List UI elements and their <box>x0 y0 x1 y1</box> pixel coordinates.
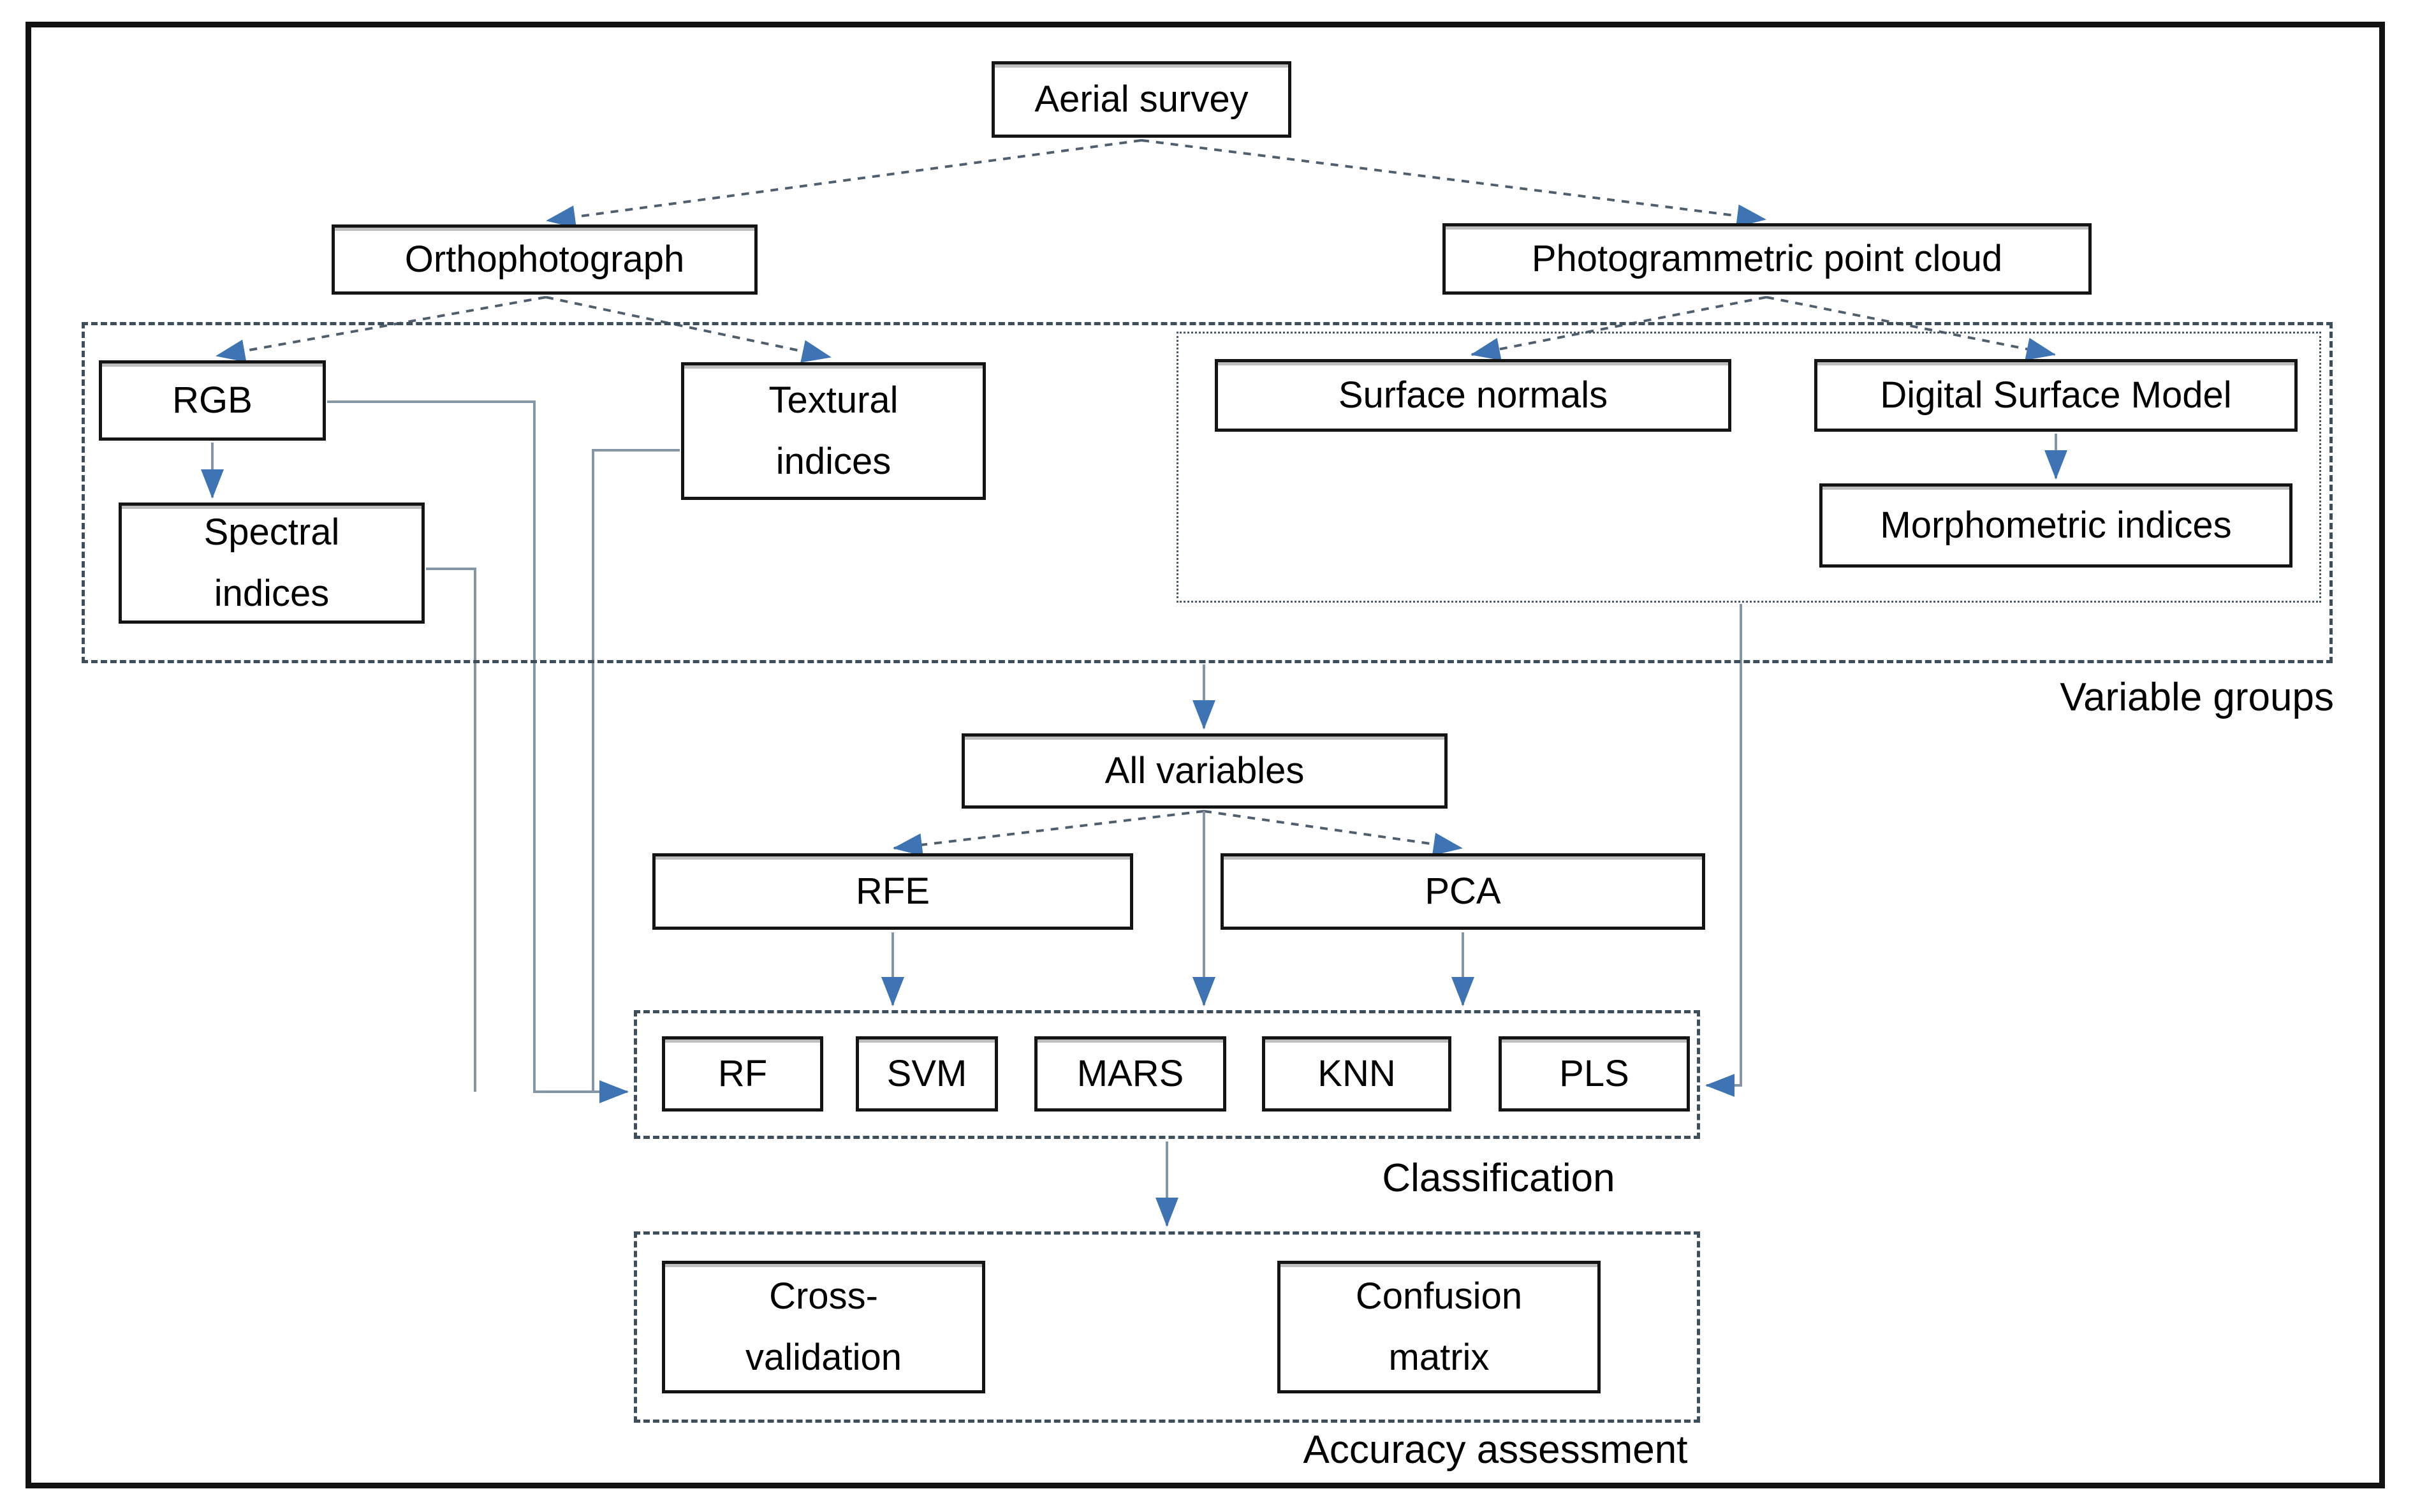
node-cross-validation: Cross-validation <box>662 1261 985 1393</box>
arrow-allvariables-to-rfe <box>893 810 1205 856</box>
node-all-variables: All variables <box>962 733 1448 809</box>
node-svm: SVM <box>856 1036 998 1112</box>
node-textural-indices: Textural indices <box>681 362 986 500</box>
arrow-pointcloud-to-surfacenormals <box>1471 296 1767 361</box>
node-aerial-survey: Aerial survey <box>992 61 1291 138</box>
line-spectral-feeder <box>426 568 476 1092</box>
arrow-ortho-to-rgb <box>216 296 546 362</box>
node-knn: KNN <box>1262 1036 1451 1112</box>
label-variable-groups: Variable groups <box>2060 675 2334 719</box>
label-accuracy-assessment: Accuracy assessment <box>1303 1428 1688 1472</box>
classification-box <box>634 1010 1700 1139</box>
variable-groups-box <box>82 322 2333 663</box>
arrow-aerial-to-pointcloud <box>1141 139 1766 228</box>
accuracy-assessment-box <box>634 1231 1700 1423</box>
node-rfe: RFE <box>652 853 1133 930</box>
node-confusion-matrix: Confusion matrix <box>1277 1261 1601 1393</box>
node-pls: PLS <box>1499 1036 1690 1112</box>
arrow-aerial-to-ortho <box>546 139 1142 228</box>
figure-border <box>26 22 2385 1488</box>
node-mars: MARS <box>1034 1036 1226 1112</box>
node-digital-surface-model: Digital Surface Model <box>1814 359 2298 432</box>
node-orthophotograph: Orthophotograph <box>332 224 758 295</box>
point-cloud-group-box <box>1177 332 2321 603</box>
node-photogrammetric-point-cloud: Photogrammetric point cloud <box>1442 223 2092 295</box>
node-rf: RF <box>662 1036 823 1112</box>
arrow-allvariables-to-pca <box>1203 810 1463 856</box>
node-pca: PCA <box>1221 853 1705 930</box>
label-classification: Classification <box>1382 1156 1615 1200</box>
arrow-pointcloudgroup-to-classification <box>1705 604 1742 1097</box>
node-rgb: RGB <box>99 360 326 441</box>
line-textural-feeder <box>592 449 680 1092</box>
arrow-pointcloud-to-dsm <box>1766 296 2056 361</box>
arrow-ortho-to-textural <box>545 296 832 363</box>
arrow-rgb-feeder-to-classification <box>327 400 629 1103</box>
node-morphometric-indices: Morphometric indices <box>1819 483 2292 568</box>
node-spectral-indices: Spectral indices <box>119 503 425 624</box>
node-surface-normals: Surface normals <box>1215 359 1731 432</box>
